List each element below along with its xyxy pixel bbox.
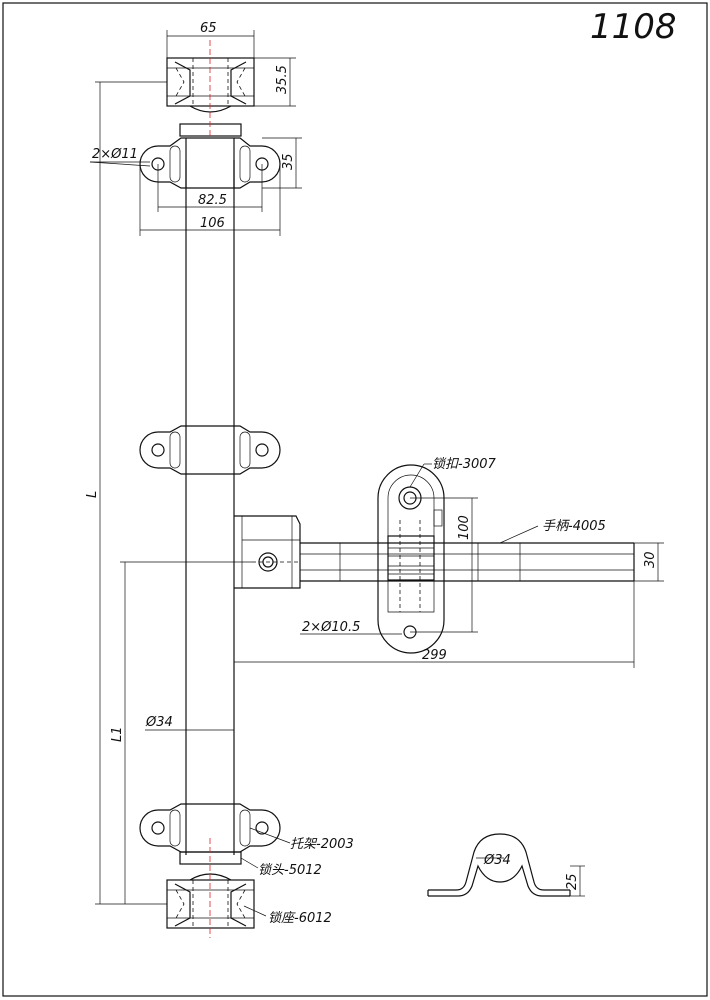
top-bracket — [139, 137, 281, 189]
dim-bracket-height: 35 — [281, 153, 296, 170]
dimension-lines — [89, 30, 664, 917]
bottom-lock-seat — [166, 838, 255, 938]
drawing-number: 1108 — [590, 7, 677, 47]
label-bracket: 托架-2003 — [290, 837, 354, 852]
latch — [377, 464, 445, 654]
main-rod — [185, 160, 235, 855]
lower-bracket — [139, 803, 281, 853]
handle-base — [234, 515, 301, 589]
dim-detail-diameter: Ø34 — [483, 853, 511, 868]
dim-lock-seat-height: 35.5 — [275, 65, 290, 94]
dim-overall-length: L — [85, 491, 100, 498]
dim-detail-height: 25 — [565, 873, 580, 890]
u-clamp-detail — [427, 833, 585, 897]
label-handle: 手柄-4005 — [542, 519, 606, 534]
label-latch: 锁扣-3007 — [432, 457, 497, 472]
dim-latch-height: 100 — [457, 515, 472, 540]
top-lock-seat — [166, 40, 255, 137]
dim-lower-length: L1 — [110, 726, 125, 742]
dim-hole-spacing: 82.5 — [198, 193, 227, 208]
dim-handle-height: 30 — [643, 551, 658, 568]
middle-bracket — [139, 425, 281, 475]
dim-rod-diameter: Ø34 — [145, 715, 173, 730]
dim-bracket-width: 106 — [200, 216, 225, 231]
dim-lock-seat-width: 65 — [200, 21, 217, 36]
dim-latch-holes: 2×Ø10.5 — [302, 620, 360, 635]
handle — [300, 542, 635, 582]
dim-mount-holes: 2×Ø11 — [92, 147, 138, 162]
dim-handle-length: 299 — [422, 648, 447, 663]
label-lock-seat: 锁座-6012 — [268, 910, 332, 926]
label-lock-head: 锁头-5012 — [258, 863, 322, 878]
